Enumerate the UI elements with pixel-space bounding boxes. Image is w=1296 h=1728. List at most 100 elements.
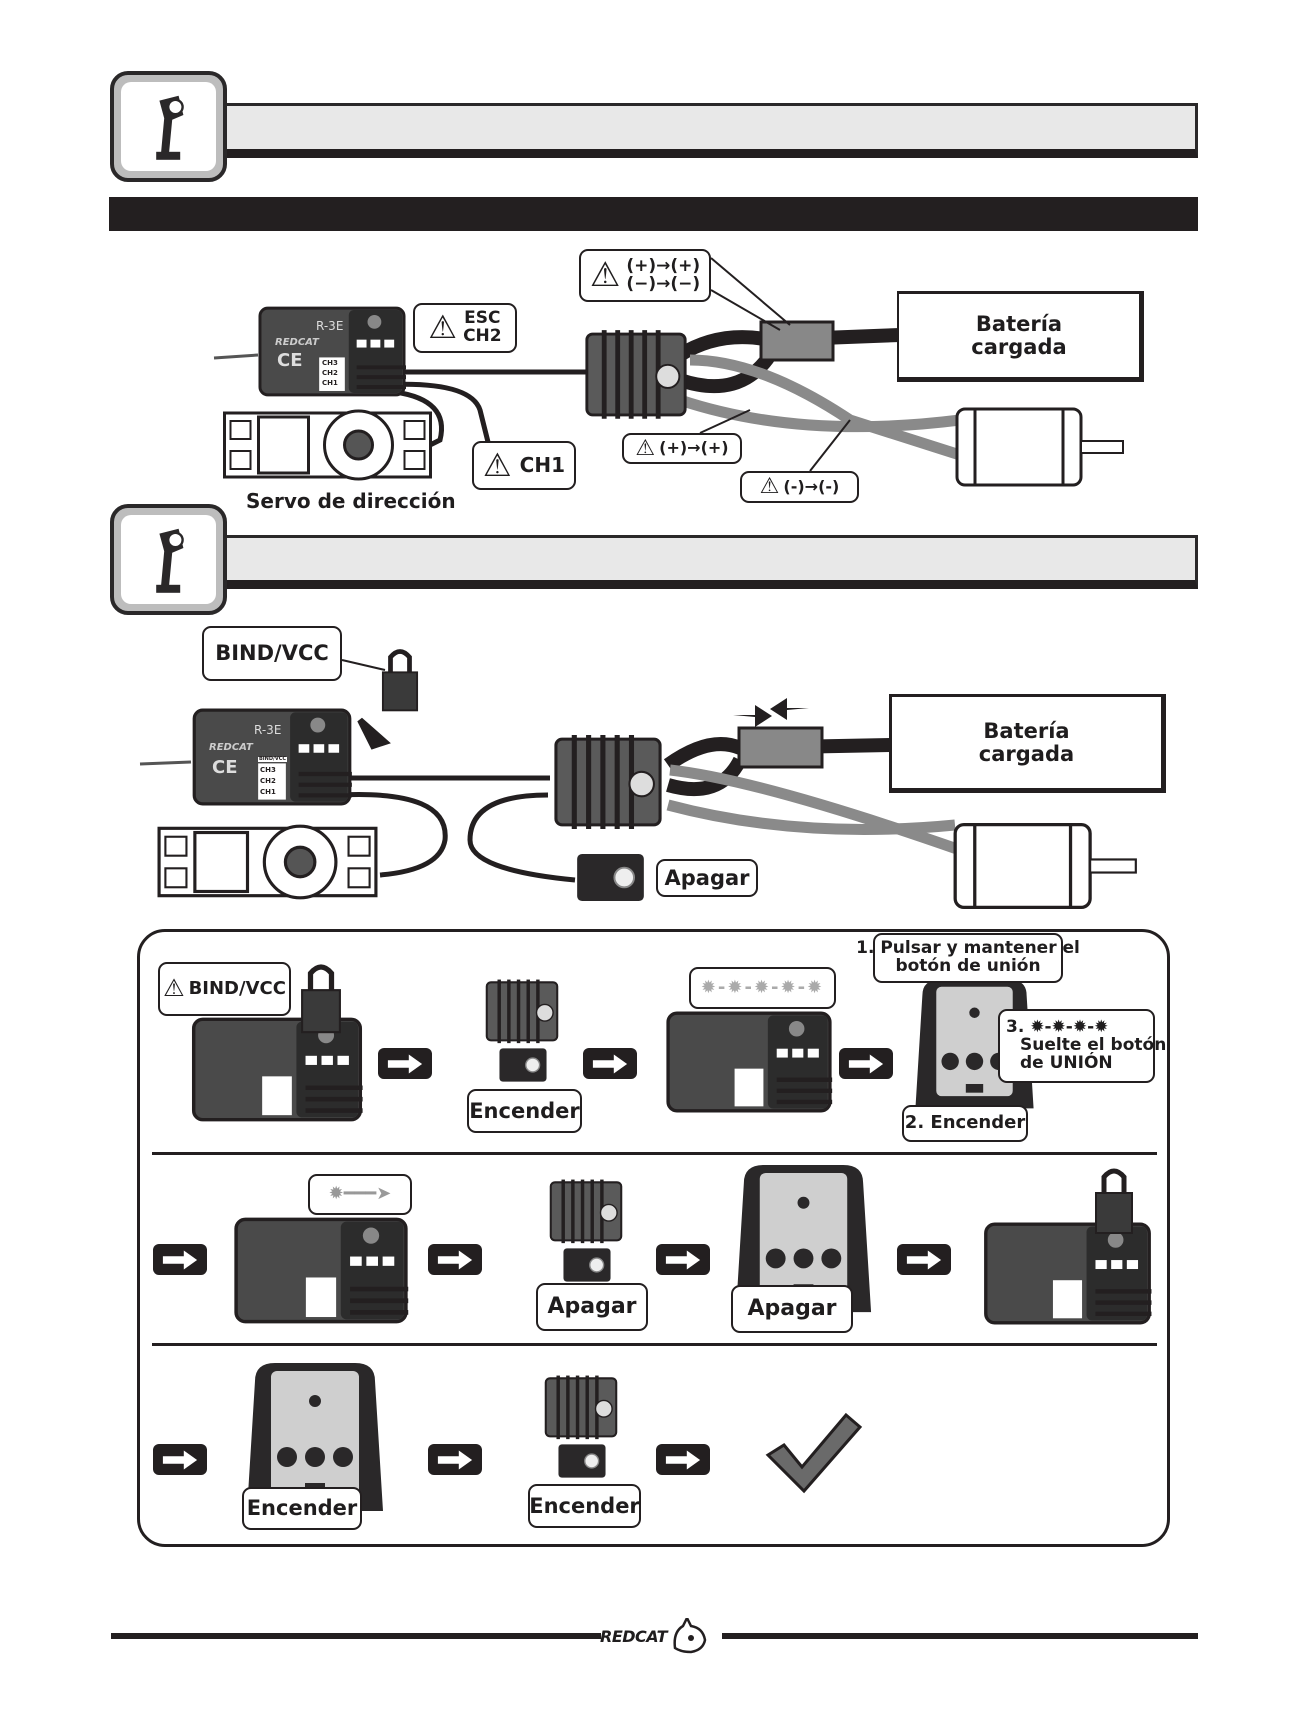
arrow-right-icon	[591, 1053, 629, 1075]
receiver-step2-unplugged	[976, 1222, 1159, 1325]
polarity-callout: ⚠ (+)→(+)(−)→(−)	[579, 249, 711, 302]
receiver-step2	[228, 1217, 414, 1324]
tx-on-callout: Encender	[242, 1487, 362, 1530]
step3-flash-row: 3. ✹-✹-✹-✹	[1006, 1017, 1109, 1038]
logo-text: REDCAT	[600, 1626, 668, 1646]
checkmark-icon	[765, 1412, 863, 1494]
receiver-brand-label: REDCAT	[209, 742, 253, 753]
motor-plus-label: (+)→(+)	[659, 438, 729, 458]
arrow-right-icon	[905, 1249, 943, 1271]
receiver-model-label: R-3E	[316, 319, 344, 333]
esc-off-callout: Apagar	[536, 1283, 648, 1331]
battery-label: Batería cargada	[978, 719, 1075, 766]
warning-icon: ⚠	[589, 254, 621, 295]
step-arrow	[428, 1444, 482, 1475]
esc-switch-step3[interactable]	[557, 1443, 607, 1479]
receiver-led-step1	[659, 1011, 839, 1113]
section-header-icon-2	[110, 504, 227, 615]
esc-step3	[543, 1374, 619, 1440]
polarity-plus: (+)→(+)	[626, 255, 701, 276]
led-solid-callout: ✹━━━➤	[308, 1174, 412, 1215]
receiver-brand-label: REDCAT	[275, 337, 319, 348]
arrow-right-icon	[161, 1449, 199, 1471]
bind-label: BIND/VCC	[188, 977, 286, 999]
esc-switch-step1[interactable]	[498, 1047, 548, 1083]
section-header-icon-1	[110, 71, 227, 182]
step3-number: 3.	[1006, 1017, 1025, 1038]
arrow-right-icon	[664, 1249, 702, 1271]
redcat-logo: REDCAT	[600, 1618, 722, 1654]
esc-1	[583, 328, 689, 420]
warning-icon: ⚠	[759, 474, 780, 500]
receiver-port-ch1: CH1	[321, 379, 339, 387]
step-arrow	[656, 1244, 710, 1275]
battery-box-2: Batería cargada	[889, 694, 1166, 793]
bind-vcc-callout: BIND/VCC	[202, 626, 342, 681]
motor-1	[955, 405, 1125, 489]
warning-icon: ⚠	[163, 974, 185, 1003]
ch1-callout: ⚠ CH1	[472, 441, 576, 490]
section-header-bar-1	[222, 103, 1198, 158]
power-switch[interactable]	[574, 852, 647, 903]
arrow-right-icon	[664, 1449, 702, 1471]
bind-plug	[381, 644, 419, 714]
cat-head-icon	[673, 1618, 707, 1654]
arrow-right-icon	[386, 1053, 424, 1075]
receiver-port-ch3: CH3	[321, 359, 339, 367]
warning-icon: ⚠	[482, 445, 512, 484]
steering-servo-2	[152, 822, 383, 902]
esc-ch2-callout: ⚠ESC CH2	[413, 303, 517, 353]
step3-callout: 3. ✹-✹-✹-✹ Suelte el botón de UNIÓN	[998, 1009, 1166, 1083]
wiring-diagram-2-wires	[139, 659, 962, 883]
ch1-label: CH1	[519, 453, 566, 477]
step-arrow	[378, 1048, 432, 1079]
battery-label: Batería cargada	[971, 312, 1067, 359]
step-arrow	[583, 1048, 637, 1079]
receiver-port-ch3: CH3	[259, 766, 277, 774]
warning-icon: ⚠	[635, 435, 656, 461]
step-arrow	[839, 1048, 893, 1079]
step1-callout: 1. Pulsar y mantener el botón de unión	[856, 933, 1080, 983]
bind-plug-step1	[300, 960, 342, 1035]
row-divider	[152, 1343, 1157, 1346]
tx-off-callout: Apagar	[731, 1285, 853, 1333]
esc-switch-step2[interactable]	[562, 1247, 612, 1283]
step-arrow	[153, 1244, 207, 1275]
step-arrow	[428, 1244, 482, 1275]
arrow-right-icon	[847, 1053, 885, 1075]
battery-box-1: Batería cargada	[897, 291, 1144, 382]
transmitter-icon	[137, 522, 201, 598]
esc-on-callout: Encender	[467, 1089, 582, 1133]
row-divider	[152, 1152, 1157, 1155]
switch-off-callout: Apagar	[656, 859, 758, 897]
receiver-ce-mark: CE	[277, 350, 303, 371]
arrow-right-icon	[436, 1449, 474, 1471]
led-flash-callout: ✹-✹-✹-✹-✹	[689, 967, 836, 1009]
section-header-bar-2	[222, 535, 1198, 589]
servo-label: Servo de dirección	[246, 489, 456, 513]
receiver-port-ch2: CH2	[321, 369, 339, 377]
receiver-ce-mark: CE	[212, 757, 238, 778]
receiver-port-ch1: CH1	[259, 788, 277, 796]
wiring-diagram-1-wires	[213, 257, 962, 472]
footer-line-right	[722, 1633, 1198, 1639]
footer-line-left	[111, 1633, 601, 1639]
led-flashing-icon: ✹-✹-✹-✹	[1030, 1017, 1109, 1038]
esc-ch2-label: ESC CH2	[463, 308, 502, 346]
motor-plus-callout: ⚠(+)→(+)	[622, 433, 742, 464]
arrow-right-icon	[436, 1249, 474, 1271]
section-title-bar	[109, 197, 1198, 231]
esc-on-callout: Encender	[528, 1484, 641, 1528]
step-arrow	[897, 1244, 951, 1275]
esc-step2	[548, 1178, 624, 1244]
receiver-port-ch2: CH2	[259, 777, 277, 785]
step3-label: Suelte el botón de UNIÓN	[1020, 1035, 1167, 1073]
arrow-right-icon	[161, 1249, 199, 1271]
esc-step1	[484, 978, 560, 1044]
step-arrow	[153, 1444, 207, 1475]
warning-icon: ⚠	[428, 308, 458, 347]
bind-plug-removed	[1094, 1164, 1134, 1236]
receiver-model-label: R-3E	[254, 723, 282, 737]
led-flashing-icon: ✹-✹-✹-✹-✹	[700, 976, 825, 998]
led-solid-icon: ✹━━━➤	[328, 1183, 392, 1205]
